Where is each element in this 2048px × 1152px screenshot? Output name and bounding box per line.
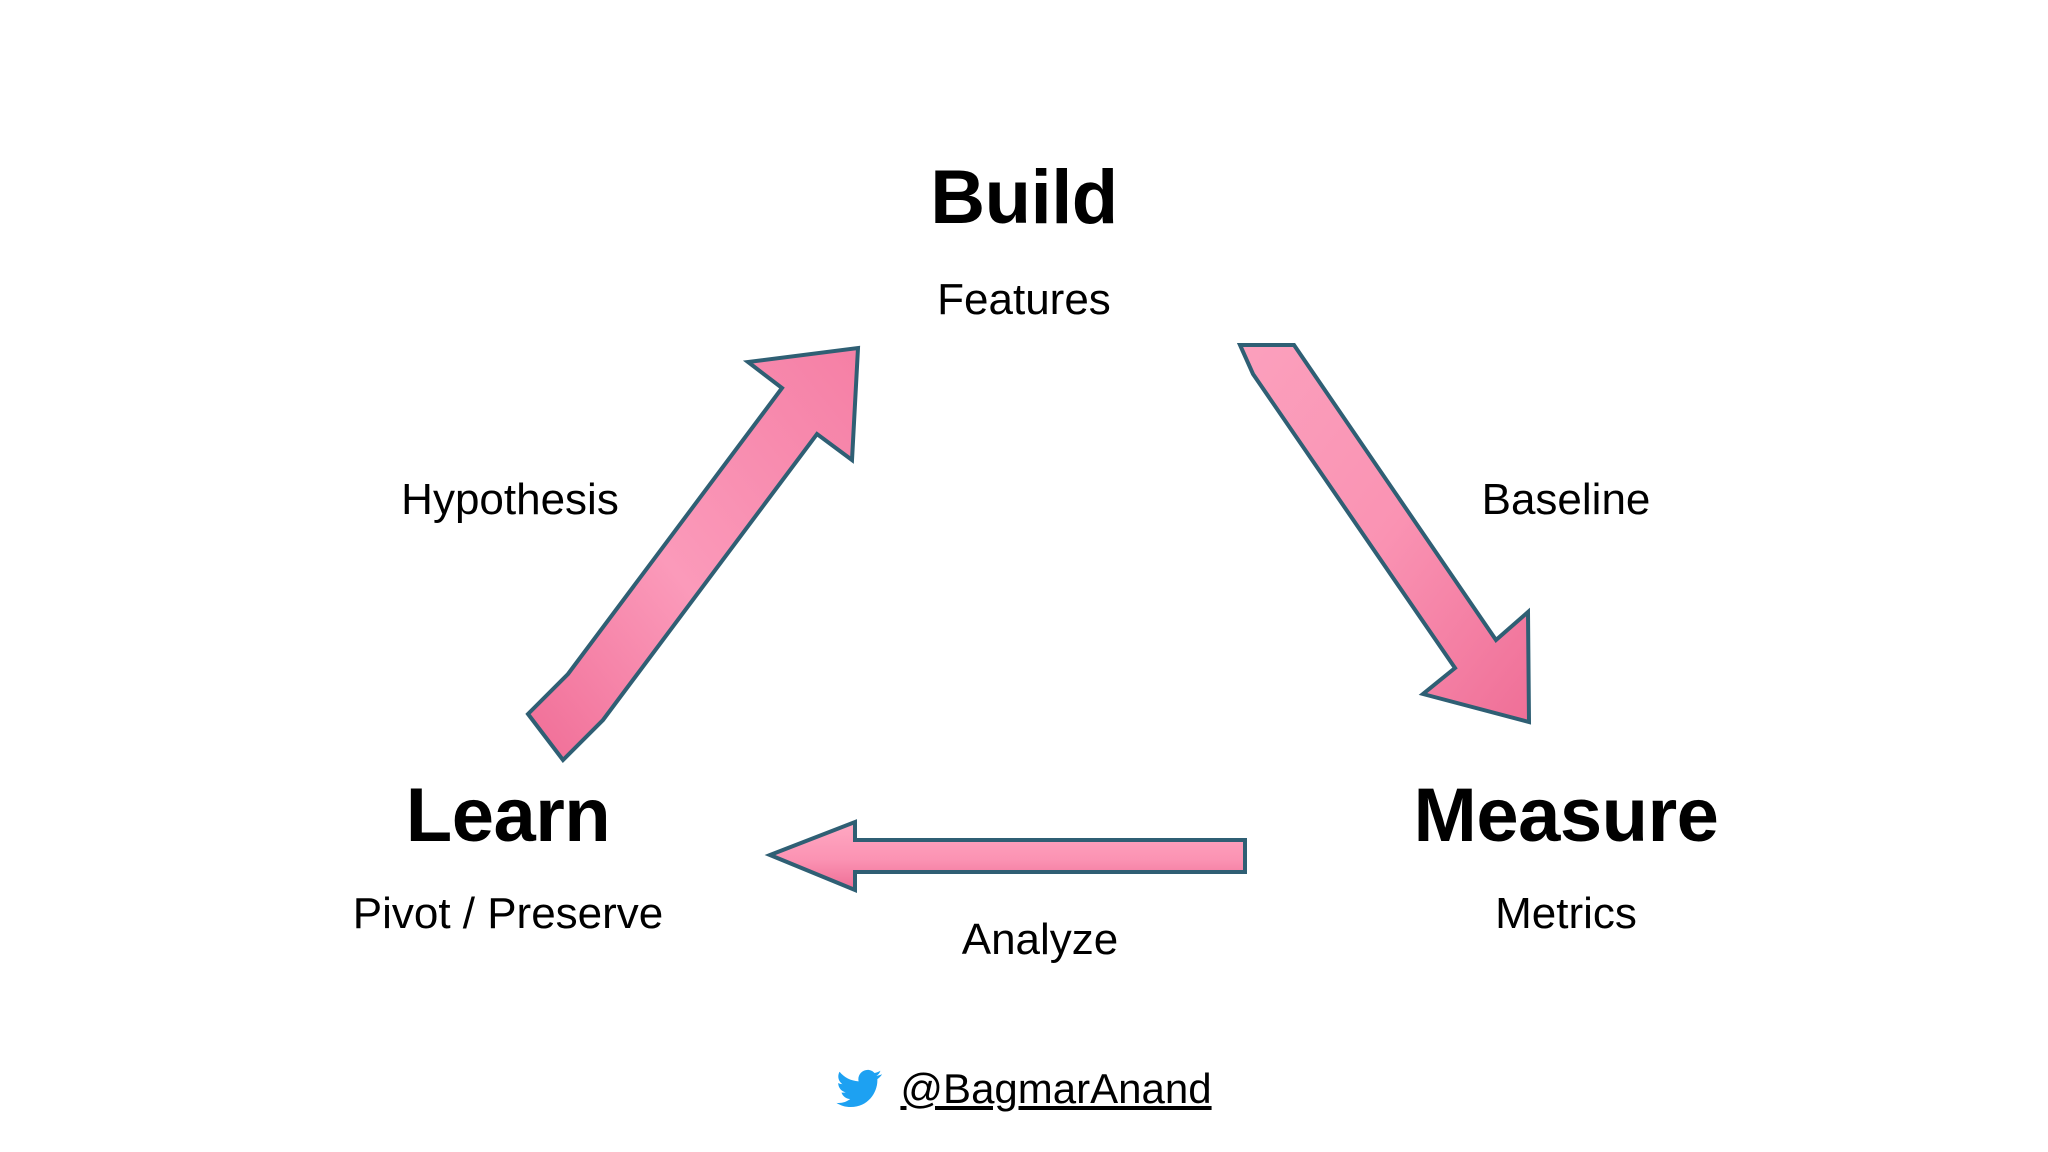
node-measure: Measure Metrics: [1414, 778, 1719, 936]
twitter-bird-icon: [836, 1069, 883, 1108]
arrow-measure-to-learn: [764, 819, 1247, 893]
node-build-title: Build: [930, 155, 1118, 240]
node-learn-title: Learn: [405, 773, 611, 858]
node-measure-title: Measure: [1413, 773, 1719, 858]
arrow-learn-to-build: [525, 345, 861, 764]
node-learn: Learn Pivot / Preserve: [353, 778, 664, 936]
arrow-build-to-measure: [1236, 343, 1532, 725]
edge-label-baseline: Baseline: [1481, 475, 1651, 524]
node-learn-subtitle: Pivot / Preserve: [352, 889, 664, 938]
edge-label-hypothesis: Hypothesis: [401, 475, 619, 524]
node-build: Build Features: [930, 155, 1118, 324]
edge-label-analyze: Analyze: [961, 915, 1119, 964]
twitter-handle-link[interactable]: @BagmarAnand: [900, 1065, 1212, 1112]
node-build-subtitle: Features: [937, 275, 1111, 324]
attribution-footer: @BagmarAnand: [836, 1065, 1212, 1112]
node-measure-subtitle: Metrics: [1495, 889, 1637, 938]
